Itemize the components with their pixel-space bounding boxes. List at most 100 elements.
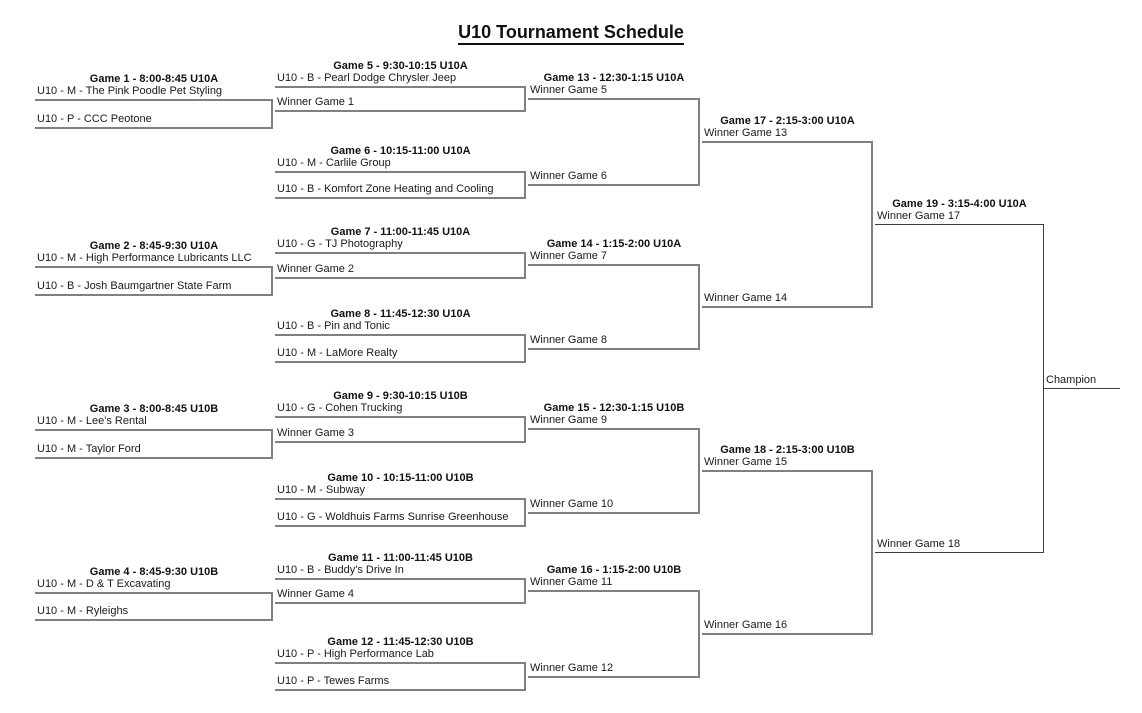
game-7-bottom-team: Winner Game 2	[277, 263, 355, 275]
game-3-top-slot: U10 - M - Lee's Rental	[35, 414, 273, 431]
game-17-top-team: Winner Game 13	[704, 127, 788, 139]
game-17-bottom-team: Winner Game 14	[704, 292, 788, 304]
game-18-top-slot: Winner Game 15	[702, 455, 873, 472]
game-8-connector	[524, 334, 526, 363]
champion-slot: Champion	[1044, 373, 1120, 389]
game-9-bottom-slot: Winner Game 3	[275, 426, 526, 443]
game-16-connector	[698, 590, 700, 678]
game-14-header: Game 14 - 1:15-2:00 U10A	[546, 238, 682, 250]
game-11-bottom-team: Winner Game 4	[277, 588, 355, 600]
game-19-top-team: Winner Game 17	[877, 210, 961, 222]
game-15-bottom-slot: Winner Game 10	[528, 497, 700, 514]
game-13-header: Game 13 - 12:30-1:15 U10A	[543, 72, 685, 84]
game-4-top-slot: U10 - M - D & T Excavating	[35, 577, 273, 594]
game-4-header: Game 4 - 8:45-9:30 U10B	[89, 566, 219, 578]
game-17-connector	[871, 141, 873, 308]
game-6-connector	[524, 171, 526, 199]
game-11-bottom-slot: Winner Game 4	[275, 587, 526, 604]
game-5-connector	[524, 86, 526, 112]
game-15-bottom-team: Winner Game 10	[530, 498, 614, 510]
game-18-bottom-team: Winner Game 16	[704, 619, 788, 631]
game-12-header: Game 12 - 11:45-12:30 U10B	[327, 636, 474, 648]
game-16-top-slot: Winner Game 11	[528, 575, 700, 592]
game-19-bottom-team: Winner Game 18	[877, 538, 961, 550]
game-13-bottom-slot: Winner Game 6	[528, 169, 700, 186]
game-10-bottom-team: U10 - G - Woldhuis Farms Sunrise Greenho…	[277, 511, 509, 523]
game-14-bottom-team: Winner Game 8	[530, 334, 608, 346]
game-16-top-team: Winner Game 11	[530, 576, 613, 588]
game-13-top-team: Winner Game 5	[530, 84, 608, 96]
game-12-top-slot: U10 - P - High Performance Lab	[275, 647, 526, 664]
game-9-connector	[524, 416, 526, 443]
game-2-bottom-team: U10 - B - Josh Baumgartner State Farm	[37, 280, 232, 292]
game-1-connector	[271, 99, 273, 129]
game-13-connector	[698, 98, 700, 186]
game-14-top-slot: Winner Game 7	[528, 249, 700, 266]
game-5-top-slot: U10 - B - Pearl Dodge Chrysler Jeep	[275, 71, 526, 88]
game-6-top-slot: U10 - M - Carlile Group	[275, 156, 526, 173]
game-18-header: Game 18 - 2:15-3:00 U10B	[720, 444, 855, 456]
game-11-connector	[524, 578, 526, 604]
game-11-top-slot: U10 - B - Buddy's Drive In	[275, 563, 526, 580]
game-3-header: Game 3 - 8:00-8:45 U10B	[89, 403, 219, 415]
game-19-top-slot: Winner Game 17	[875, 209, 1044, 225]
game-15-connector	[698, 428, 700, 514]
game-10-connector	[524, 498, 526, 527]
game-10-top-team: U10 - M - Subway	[277, 484, 366, 496]
game-10-bottom-slot: U10 - G - Woldhuis Farms Sunrise Greenho…	[275, 510, 526, 527]
game-16-bottom-team: Winner Game 12	[530, 662, 614, 674]
game-12-bottom-slot: U10 - P - Tewes Farms	[275, 674, 526, 691]
game-18-top-team: Winner Game 15	[704, 456, 788, 468]
game-7-bottom-slot: Winner Game 2	[275, 262, 526, 279]
game-16-bottom-slot: Winner Game 12	[528, 661, 700, 678]
game-4-connector	[271, 592, 273, 621]
game-5-top-team: U10 - B - Pearl Dodge Chrysler Jeep	[277, 72, 457, 84]
game-12-connector	[524, 662, 526, 691]
game-6-bottom-team: U10 - B - Komfort Zone Heating and Cooli…	[277, 183, 494, 195]
game-1-top-team: U10 - M - The Pink Poodle Pet Styling	[37, 85, 223, 97]
game-1-bottom-slot: U10 - P - CCC Peotone	[35, 112, 273, 129]
game-5-header: Game 5 - 9:30-10:15 U10A	[333, 60, 468, 72]
game-4-bottom-slot: U10 - M - Ryleighs	[35, 604, 273, 621]
game-15-top-team: Winner Game 9	[530, 414, 608, 426]
game-5-bottom-slot: Winner Game 1	[275, 95, 526, 112]
game-15-top-slot: Winner Game 9	[528, 413, 700, 430]
game-9-top-slot: U10 - G - Cohen Trucking	[275, 401, 526, 418]
game-6-top-team: U10 - M - Carlile Group	[277, 157, 391, 169]
game-3-bottom-slot: U10 - M - Taylor Ford	[35, 442, 273, 459]
game-3-top-team: U10 - M - Lee's Rental	[37, 415, 147, 427]
game-7-header: Game 7 - 11:00-11:45 U10A	[330, 226, 471, 238]
game-8-top-team: U10 - B - Pin and Tonic	[277, 320, 390, 332]
game-19-bottom-slot: Winner Game 18	[875, 537, 1044, 553]
game-3-bottom-team: U10 - M - Taylor Ford	[37, 443, 141, 455]
game-14-top-team: Winner Game 7	[530, 250, 608, 262]
game-13-top-slot: Winner Game 5	[528, 83, 700, 100]
champion-label: Champion	[1046, 374, 1097, 386]
game-1-header: Game 1 - 8:00-8:45 U10A	[89, 73, 219, 85]
game-19-connector	[1043, 224, 1044, 553]
game-10-header: Game 10 - 10:15-11:00 U10B	[327, 472, 474, 484]
game-12-bottom-team: U10 - P - Tewes Farms	[277, 675, 390, 687]
game-7-top-slot: U10 - G - TJ Photography	[275, 237, 526, 254]
game-14-bottom-slot: Winner Game 8	[528, 333, 700, 350]
game-4-bottom-team: U10 - M - Ryleighs	[37, 605, 129, 617]
game-6-bottom-slot: U10 - B - Komfort Zone Heating and Cooli…	[275, 182, 526, 199]
game-2-top-slot: U10 - M - High Performance Lubricants LL…	[35, 251, 273, 268]
page-title: U10 Tournament Schedule	[0, 22, 1142, 45]
game-17-header: Game 17 - 2:15-3:00 U10A	[720, 115, 855, 127]
game-6-header: Game 6 - 10:15-11:00 U10A	[330, 145, 471, 157]
game-18-bottom-slot: Winner Game 16	[702, 618, 873, 635]
game-8-bottom-team: U10 - M - LaMore Realty	[277, 347, 398, 359]
game-8-top-slot: U10 - B - Pin and Tonic	[275, 319, 526, 336]
game-9-bottom-team: Winner Game 3	[277, 427, 355, 439]
game-17-bottom-slot: Winner Game 14	[702, 291, 873, 308]
game-8-header: Game 8 - 11:45-12:30 U10A	[330, 308, 471, 320]
game-17-top-slot: Winner Game 13	[702, 126, 873, 143]
game-16-header: Game 16 - 1:15-2:00 U10B	[546, 564, 682, 576]
game-2-bottom-slot: U10 - B - Josh Baumgartner State Farm	[35, 279, 273, 296]
game-3-connector	[271, 429, 273, 459]
game-14-connector	[698, 264, 700, 350]
game-1-bottom-team: U10 - P - CCC Peotone	[37, 113, 152, 125]
game-12-top-team: U10 - P - High Performance Lab	[277, 648, 434, 660]
